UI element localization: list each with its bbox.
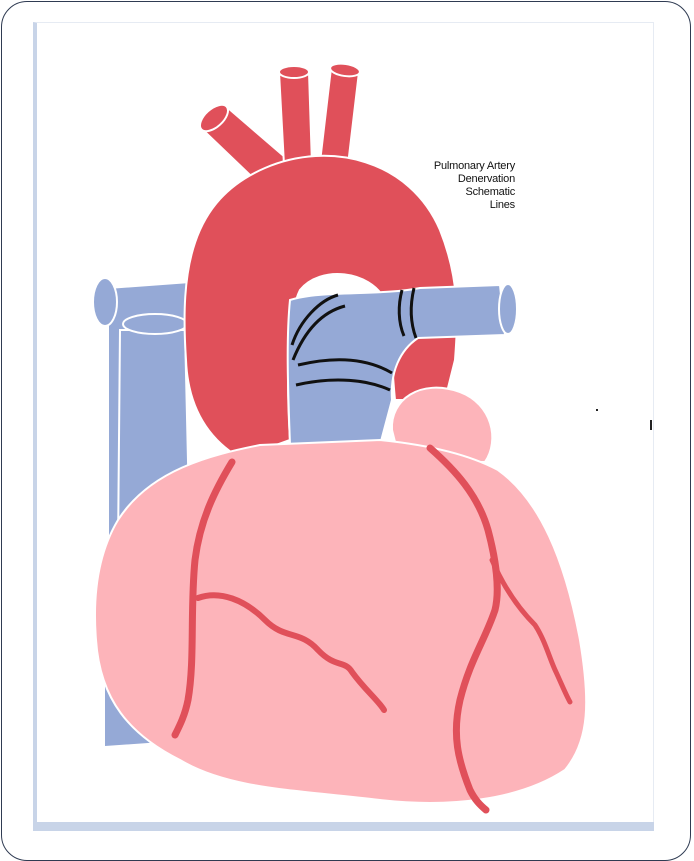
label-line-2: Denervation: [380, 173, 515, 186]
heart-ventricles: [95, 440, 586, 803]
label-line-4: Lines: [380, 199, 515, 212]
artifact-dot: [596, 409, 598, 411]
heart-diagram: [0, 0, 694, 831]
figure-label: Pulmonary Artery Denervation Schematic L…: [380, 160, 515, 212]
label-line-3: Schematic: [380, 186, 515, 199]
artifact-tick: [650, 420, 652, 430]
label-line-1: Pulmonary Artery: [380, 160, 515, 173]
